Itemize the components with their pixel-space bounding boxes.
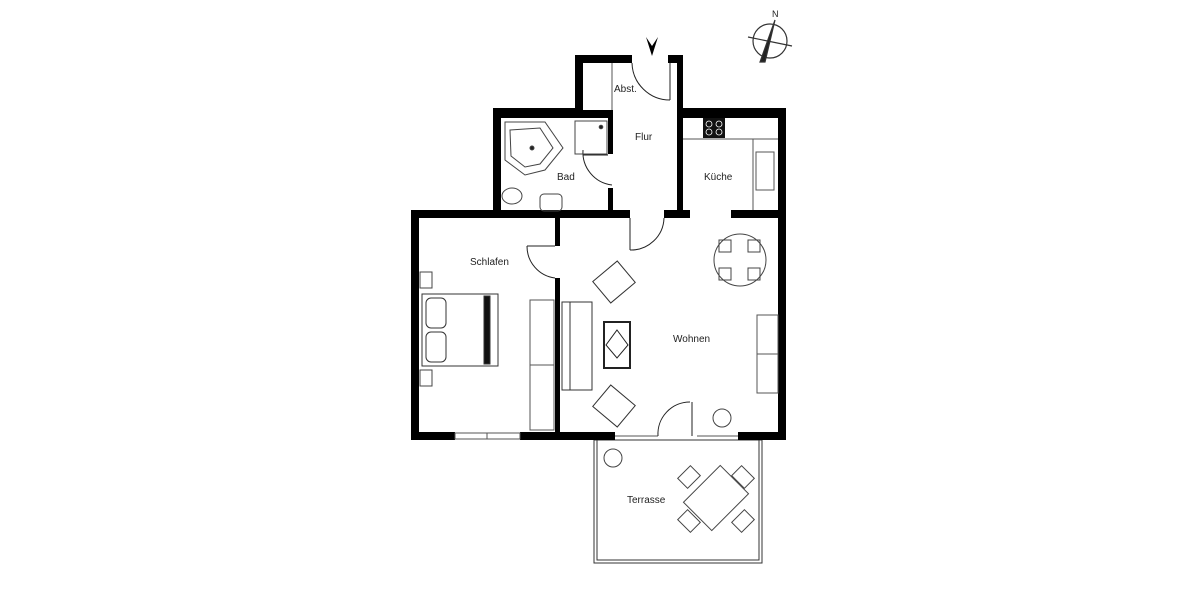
wardrobe-icon [529, 299, 555, 431]
coffee-table-icon [603, 321, 631, 369]
stove-icon [703, 118, 725, 138]
shower-icon [574, 120, 608, 155]
terrace-outline [593, 439, 763, 564]
room-label-kueche: Küche [704, 172, 733, 183]
walls [411, 55, 786, 440]
bathroom-sink-icon [539, 193, 563, 212]
nightstand-icon [419, 369, 433, 387]
room-label-bad: Bad [557, 172, 575, 183]
compass-north-label: N [772, 9, 779, 19]
windows [454, 63, 738, 440]
room-label-schlafen: Schlafen [470, 257, 509, 268]
room-label-abst: Abst. [614, 84, 637, 95]
bathtub-icon [504, 121, 564, 176]
patio-table-icon [676, 464, 756, 534]
entrance-arrow-icon [646, 37, 658, 56]
room-label-terrasse: Terrasse [627, 495, 666, 506]
dining-table-icon [713, 233, 767, 287]
nightstand-icon [419, 271, 433, 289]
doors [526, 62, 693, 437]
toilet-icon [501, 187, 523, 205]
compass-icon [747, 19, 793, 63]
kitchen-sink-icon [755, 151, 775, 191]
bed-icon [421, 293, 499, 367]
sideboard-icon [756, 314, 779, 394]
sofa-icon [561, 301, 593, 391]
plant-icon [603, 408, 732, 468]
room-label-wohnen: Wohnen [673, 334, 711, 345]
armchair-icon [592, 260, 636, 428]
room-label-flur: Flur [635, 132, 653, 143]
kitchen-counter [683, 138, 778, 210]
